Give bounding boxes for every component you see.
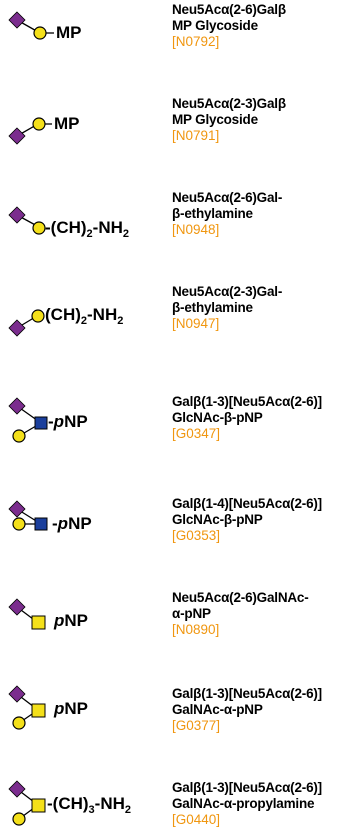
sialic-acid-diamond-icon	[8, 127, 26, 145]
catalog-code: [G0347]	[172, 426, 221, 441]
glycan-structure-icon	[8, 500, 48, 531]
glycan-row: MP Neu5Acα(2-3)Galβ MP Glycoside [N0791]	[0, 94, 364, 187]
catalog-code: [N0947]	[172, 316, 220, 331]
galactose-circle-icon	[31, 309, 45, 323]
glycan-name: Neu5Acα(2-6)Galβ MP Glycoside [N0792]	[172, 2, 362, 50]
sialic-acid-diamond-icon	[8, 319, 26, 337]
galactose-circle-icon	[32, 221, 46, 235]
aglycone-label: MP	[54, 114, 80, 133]
galactose-circle-icon	[12, 517, 26, 531]
glycan-structure-icon	[8, 206, 46, 235]
glycan-structure-icon	[8, 780, 46, 826]
glycan-structure-icon	[8, 685, 46, 730]
aglycone-label: -pNP	[52, 514, 92, 533]
glycan-row: -(CH)2-NH2 Neu5Acα(2-6)Gal- β-ethylamine…	[0, 188, 364, 281]
glycan-row: (CH)2-NH2 Neu5Acα(2-3)Gal- β-ethylamine …	[0, 282, 364, 375]
glycan-structure-icon	[8, 598, 46, 630]
glycan-row: pNP Neu5Acα(2-6)GalNAc- α-pNP [N0890]	[0, 588, 364, 681]
catalog-code: [G0377]	[172, 718, 221, 733]
aglycone-label: MP	[56, 23, 82, 42]
aglycone-label: pNP	[54, 611, 89, 630]
sialic-acid-diamond-icon	[8, 500, 26, 518]
glycan-name: Galβ(1-3)[Neu5Acα(2-6)] GalNAc-α-propyla…	[172, 780, 362, 828]
sialic-acid-diamond-icon	[8, 685, 26, 703]
glycan-name: Galβ(1-4)[Neu5Acα(2-6)] GlcNAc-β-pNP [G0…	[172, 496, 362, 544]
catalog-code: [N0792]	[172, 34, 220, 49]
glycan-name: Neu5Acα(2-3)Gal- β-ethylamine [N0947]	[172, 284, 362, 332]
galactose-circle-icon	[32, 117, 46, 131]
galnac-square-icon	[31, 615, 46, 630]
sialic-acid-diamond-icon	[8, 397, 26, 415]
galnac-square-icon	[31, 703, 46, 718]
catalog-code: [N0791]	[172, 128, 220, 143]
glycan-name: Neu5Acα(2-6)GalNAc- α-pNP [N0890]	[172, 590, 362, 638]
glycan-row: MP Neu5Acα(2-6)Galβ MP Glycoside [N0792]	[0, 0, 364, 93]
catalog-code: [G0353]	[172, 528, 221, 543]
glycan-structure-icon	[8, 11, 54, 40]
glycan-name: Galβ(1-3)[Neu5Acα(2-6)] GalNAc-α-pNP [G0…	[172, 686, 362, 734]
sialic-acid-diamond-icon	[8, 206, 26, 224]
sialic-acid-diamond-icon	[8, 780, 26, 798]
glcnac-square-icon	[34, 416, 48, 430]
glycan-name: Neu5Acα(2-3)Galβ MP Glycoside [N0791]	[172, 96, 362, 144]
catalog-code: [N0948]	[172, 222, 220, 237]
galactose-circle-icon	[12, 812, 26, 826]
galnac-square-icon	[31, 798, 46, 813]
aglycone-label: -(CH)3-NH2	[47, 794, 132, 816]
glycan-name: Neu5Acα(2-6)Gal- β-ethylamine [N0948]	[172, 190, 362, 238]
aglycone-label: -(CH)2-NH2	[45, 218, 130, 240]
glycan-structure-icon	[8, 397, 48, 443]
glycan-row: -(CH)3-NH2 Galβ(1-3)[Neu5Acα(2-6)] GalNA…	[0, 778, 364, 837]
galactose-circle-icon	[12, 429, 26, 443]
aglycone-label: pNP	[54, 699, 89, 718]
galactose-circle-icon	[12, 716, 26, 730]
sialic-acid-diamond-icon	[8, 11, 26, 29]
galactose-circle-icon	[33, 26, 47, 40]
aglycone-label: -pNP	[48, 412, 88, 431]
catalog-code: [N0890]	[172, 622, 220, 637]
glycan-row: pNP Galβ(1-3)[Neu5Acα(2-6)] GalNAc-α-pNP…	[0, 684, 364, 777]
glycan-name: Galβ(1-3)[Neu5Acα(2-6)] GlcNAc-β-pNP [G0…	[172, 394, 362, 442]
glycan-structure-icon	[8, 117, 52, 145]
glycan-structure-icon	[8, 309, 45, 337]
glycan-row: -pNP Galβ(1-3)[Neu5Acα(2-6)] GlcNAc-β-pN…	[0, 392, 364, 485]
sialic-acid-diamond-icon	[8, 598, 26, 616]
glcnac-square-icon	[34, 517, 48, 531]
catalog-code: [G0440]	[172, 812, 221, 827]
aglycone-label: (CH)2-NH2	[45, 305, 124, 327]
glycan-row: -pNP Galβ(1-4)[Neu5Acα(2-6)] GlcNAc-β-pN…	[0, 494, 364, 587]
